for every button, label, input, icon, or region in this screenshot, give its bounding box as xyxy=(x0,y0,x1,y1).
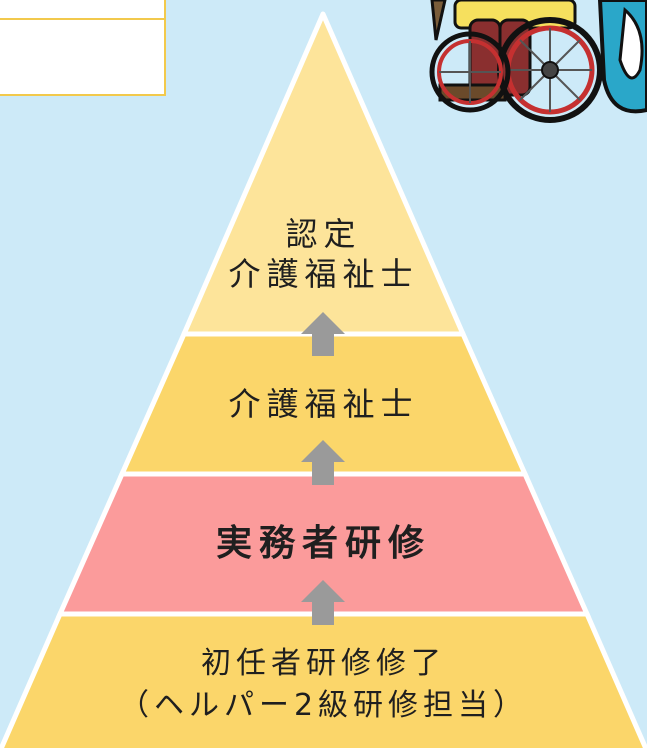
tier-3-label: 実務者研修 xyxy=(0,522,647,566)
tier-1-line-1: 認定 xyxy=(285,215,362,253)
tier-1-label: 認定 介護福祉士 xyxy=(0,214,647,294)
tier-4-line-1: 初任者研修修了 xyxy=(201,646,446,681)
up-arrow-icon xyxy=(301,580,345,625)
note-box xyxy=(0,0,166,96)
tier-4-line-2: （ヘルパー2級研修担当） xyxy=(118,688,529,723)
wheelchair-person-illustration xyxy=(429,0,647,123)
tier-1-line-2: 介護福祉士 xyxy=(228,255,419,293)
note-box-divider xyxy=(0,18,164,20)
up-arrow-icon xyxy=(301,440,345,485)
tier-2-label: 介護福祉士 xyxy=(0,384,647,424)
tier-3-line-1: 実務者研修 xyxy=(215,523,431,564)
up-arrow-icon xyxy=(301,312,345,356)
tier-2-line-1: 介護福祉士 xyxy=(228,385,419,423)
tier-4-shape xyxy=(0,611,647,748)
tier-4-label: 初任者研修修了 （ヘルパー2級研修担当） xyxy=(0,643,647,727)
